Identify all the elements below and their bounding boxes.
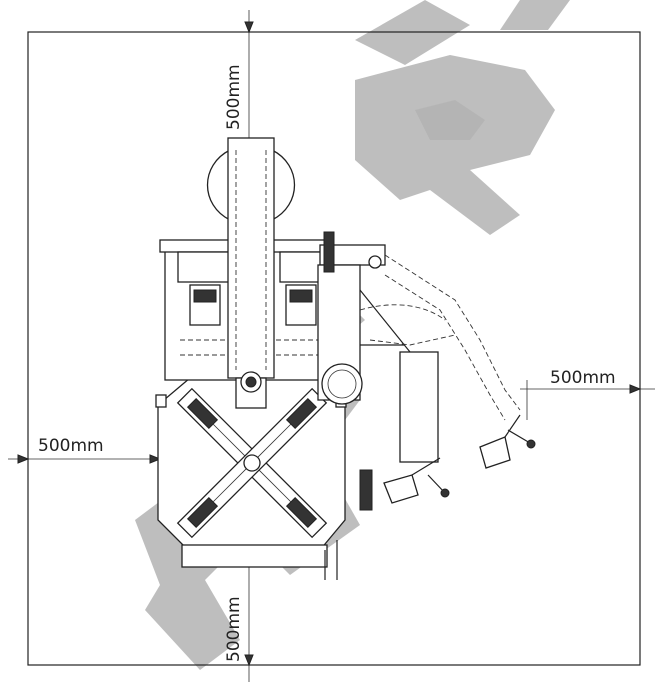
dimension-left-label: 500mm <box>38 436 104 456</box>
bead-breaker-arm <box>317 231 439 511</box>
dimension-right <box>520 380 655 420</box>
dimension-bottom-label: 500mm <box>224 596 244 662</box>
clamping-jaws <box>176 387 328 539</box>
dimension-right-label: 500mm <box>550 368 616 388</box>
clearance-boundary <box>27 31 641 666</box>
pedal-lever <box>383 414 536 504</box>
vertical-column <box>207 137 295 409</box>
dimension-top <box>244 10 254 150</box>
dimension-left <box>8 454 170 464</box>
swing-arm-outline <box>359 254 521 421</box>
dimension-top-label: 500mm <box>224 64 244 130</box>
